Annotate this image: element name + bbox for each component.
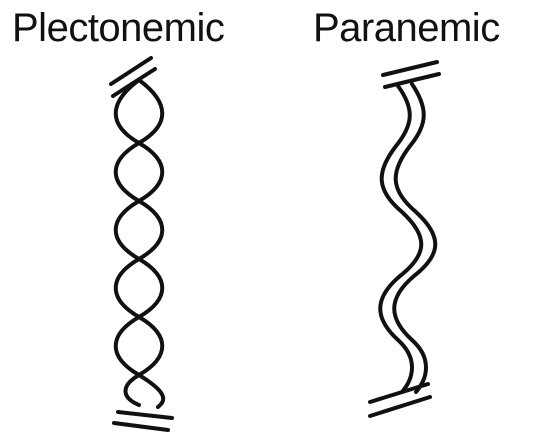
paranemic-helix: [370, 62, 439, 416]
plectonemic-bottom-bar-1: [118, 412, 172, 418]
plectonemic-top-bar-1: [111, 58, 151, 84]
plectonemic-bottom-bar-2: [114, 423, 168, 430]
paranemic-strand-b: [394, 84, 435, 392]
plectonemic-helix: [111, 58, 172, 430]
paranemic-strand-a: [380, 86, 421, 392]
paranemic-top-bar-1: [383, 62, 437, 75]
